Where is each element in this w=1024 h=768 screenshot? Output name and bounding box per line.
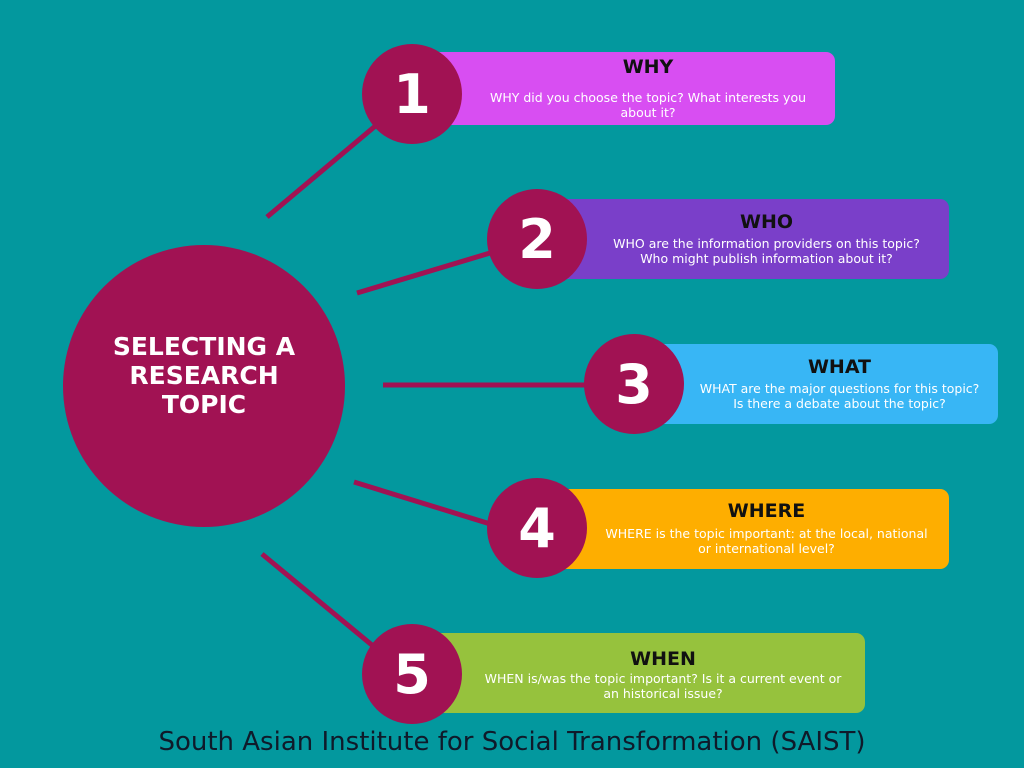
central-topic-circle: SELECTING A RESEARCH TOPIC: [63, 245, 345, 527]
card-why-heading: WHY: [622, 56, 674, 78]
central-topic-title: SELECTING A RESEARCH TOPIC: [112, 331, 296, 419]
connector-line-4: [353, 479, 501, 530]
connector-line-2: [356, 247, 501, 296]
footer-organization-name: South Asian Institute for Social Transfo…: [158, 727, 866, 757]
card-what-text: WHAT are the major questions for this to…: [699, 381, 980, 411]
card-where: WHERE WHERE is the topic important: at t…: [548, 489, 949, 569]
card-who-text: WHO are the information providers on thi…: [613, 236, 920, 266]
card-what: WHAT WHAT are the major questions for th…: [645, 344, 998, 424]
card-where-heading: WHERE: [727, 500, 806, 522]
connector-line-5: [260, 552, 392, 662]
badge-number-2: 2: [487, 189, 587, 289]
card-where-text: WHERE is the topic important: at the loc…: [605, 526, 928, 556]
card-what-heading: WHAT: [807, 356, 872, 378]
card-who-heading: WHO: [739, 211, 793, 233]
badge-number-1: 1: [362, 44, 462, 144]
card-when-heading: WHEN: [630, 648, 696, 670]
badge-number-3: 3: [584, 334, 684, 434]
badge-number-5: 5: [362, 624, 462, 724]
card-why: WHY WHY did you choose the topic? What i…: [425, 52, 835, 125]
card-why-text: WHY did you choose the topic? What inter…: [489, 90, 807, 120]
card-when: WHEN WHEN is/was the topic important? Is…: [425, 633, 865, 713]
connector-line-1: [265, 110, 394, 219]
card-when-text: WHEN is/was the topic important? Is it a…: [484, 671, 842, 701]
badge-number-4: 4: [487, 478, 587, 578]
card-who: WHO WHO are the information providers on…: [548, 199, 949, 279]
